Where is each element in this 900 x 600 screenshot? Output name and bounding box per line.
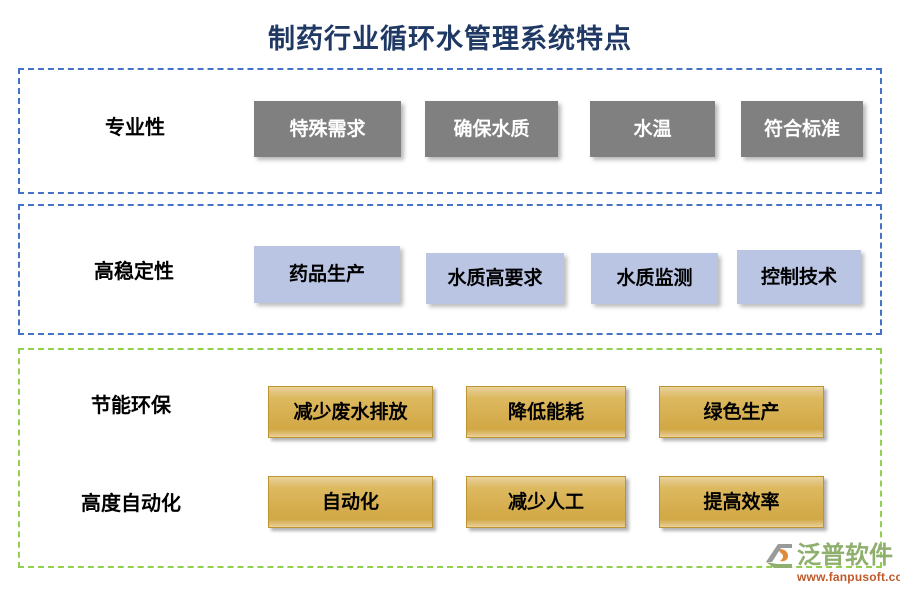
section-green (18, 348, 882, 568)
brand-name: 泛普软件 (797, 542, 893, 569)
chip-stability-1[interactable]: 药品生产 (254, 246, 400, 303)
chip-stability-3[interactable]: 水质监测 (591, 253, 718, 304)
chip-automation-1[interactable]: 自动化 (268, 476, 433, 528)
fanpu-logo-icon (764, 542, 794, 570)
section-professional (18, 68, 882, 194)
row-label-stability: 高稳定性 (94, 261, 174, 283)
brand-url: www.fanpusoft.com (797, 570, 900, 584)
chip-energy-saving-2[interactable]: 降低能耗 (466, 386, 626, 438)
row-label-energy-saving: 节能环保 (91, 395, 171, 417)
brand-logo: 泛普软件 www.fanpusoft.com (764, 541, 900, 589)
chip-energy-saving-1[interactable]: 减少废水排放 (268, 386, 433, 438)
chip-professional-2[interactable]: 确保水质 (425, 101, 558, 157)
chip-energy-saving-3[interactable]: 绿色生产 (659, 386, 824, 438)
chip-professional-1[interactable]: 特殊需求 (254, 101, 401, 157)
chip-stability-2[interactable]: 水质高要求 (426, 253, 564, 304)
row-label-professional: 专业性 (105, 117, 165, 139)
chip-automation-2[interactable]: 减少人工 (466, 476, 626, 528)
chip-stability-4[interactable]: 控制技术 (737, 250, 861, 304)
section-stability (18, 204, 882, 335)
row-label-automation: 高度自动化 (81, 493, 181, 515)
chip-professional-3[interactable]: 水温 (590, 101, 715, 157)
chip-automation-3[interactable]: 提高效率 (659, 476, 824, 528)
chip-professional-4[interactable]: 符合标准 (741, 101, 863, 157)
page-title: 制药行业循环水管理系统特点 (268, 24, 632, 54)
